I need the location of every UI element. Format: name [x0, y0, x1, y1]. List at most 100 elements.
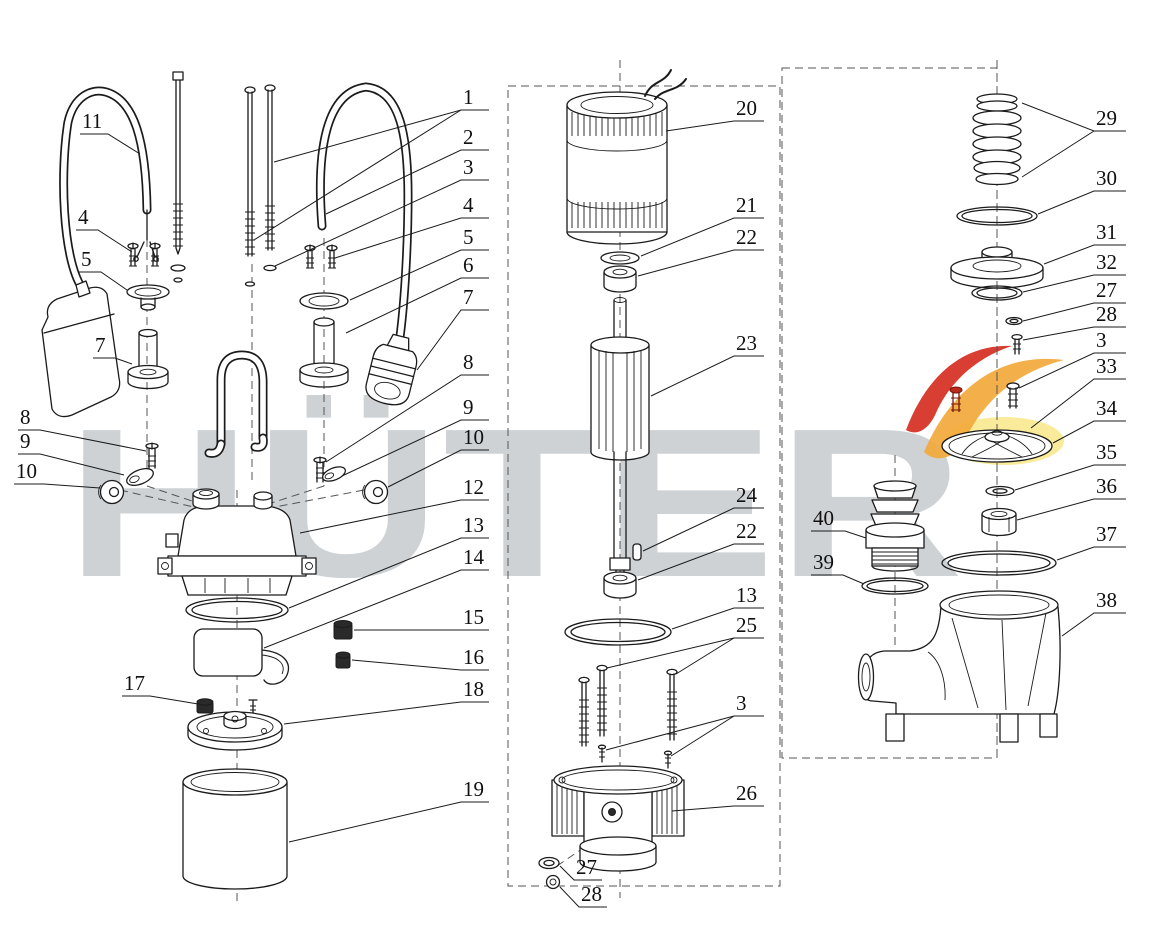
part-label-35: 35 [1096, 440, 1117, 464]
leader-line [665, 120, 764, 132]
leader-line [273, 109, 489, 163]
plug-15 [333, 620, 353, 640]
part-label-4-left: 4 [78, 205, 89, 229]
pump-head-12 [157, 488, 317, 596]
part-label-18: 18 [463, 677, 484, 701]
bushing-10-right [362, 479, 389, 505]
sleeve-19 [182, 768, 288, 890]
part-label-19: 19 [463, 777, 484, 801]
leader-line [675, 637, 735, 675]
leader-line [637, 249, 764, 277]
leader-line [325, 149, 489, 215]
part-label-40: 40 [813, 506, 834, 530]
leader-line [274, 179, 489, 267]
capacitor-14 [193, 628, 289, 685]
screws-4-right [304, 244, 338, 269]
part-label-30: 30 [1096, 166, 1117, 190]
part-label-23: 23 [736, 331, 757, 355]
part-label-8-right: 8 [463, 350, 474, 374]
leader-line [1056, 546, 1126, 561]
impeller-34 [941, 429, 1053, 463]
leader-line [288, 537, 489, 609]
plug-16 [335, 651, 351, 669]
screw-small-18 [248, 699, 258, 715]
part-label-26: 26 [736, 781, 757, 805]
part-label-3-right: 3 [1096, 328, 1107, 352]
oring-37 [941, 550, 1057, 576]
leader-line [1022, 326, 1126, 341]
part-label-15: 15 [463, 605, 484, 629]
part-label-28-mid: 28 [581, 882, 602, 906]
part-label-21: 21 [736, 193, 757, 217]
hose-adapter-40 [865, 480, 925, 572]
leader-line [93, 357, 133, 365]
part-label-31: 31 [1096, 220, 1117, 244]
nut-36 [981, 507, 1017, 537]
part-label-29: 29 [1096, 106, 1117, 130]
part-label-28-right: 28 [1096, 302, 1117, 326]
leader-line [1037, 190, 1126, 215]
leader-line [650, 355, 764, 397]
leader-line [605, 715, 764, 751]
leader-line [288, 801, 489, 843]
screw-8-left [145, 442, 159, 469]
bearing-22-bottom [603, 571, 637, 599]
leader-line [416, 309, 489, 371]
part-label-27-right: 27 [1096, 278, 1117, 302]
power-plug-7 [365, 333, 418, 406]
part-label-2: 2 [463, 125, 474, 149]
part-label-3-mid: 3 [736, 691, 747, 715]
washer-27-right [1005, 316, 1023, 326]
terminal-9-left [126, 468, 154, 486]
leader-line [811, 530, 867, 539]
part-label-22-bottom: 22 [736, 519, 757, 543]
part-label-7-right: 7 [463, 285, 474, 309]
part-label-33: 33 [1096, 354, 1117, 378]
stator-20 [566, 69, 687, 245]
leader-line [1061, 612, 1126, 637]
washers-3 [244, 264, 277, 287]
screw-28-right [1011, 333, 1023, 355]
ring-5-right [299, 292, 349, 310]
leader-line [811, 574, 865, 585]
bushing-7 [127, 328, 169, 390]
washer-21 [600, 251, 640, 265]
leader-line [1052, 420, 1126, 444]
rotor-23 [590, 297, 650, 581]
leader-line [1018, 352, 1126, 389]
bearing-22-top [603, 265, 637, 293]
washer-35 [985, 485, 1015, 497]
part-label-3: 3 [463, 155, 474, 179]
part-label-9-left: 9 [20, 429, 31, 453]
key-24 [632, 543, 642, 561]
leader-line [1022, 302, 1126, 322]
leader-line [345, 277, 489, 334]
part-label-4-right: 4 [463, 193, 474, 217]
screws-3-mid [597, 744, 673, 769]
leader-line [349, 249, 489, 301]
part-label-12: 12 [463, 475, 484, 499]
leader-line [559, 886, 607, 908]
leader-line [670, 715, 735, 757]
leader-line [671, 805, 764, 812]
washer-27-mid [538, 856, 560, 870]
leader-line [299, 499, 489, 534]
plate-18 [187, 710, 283, 751]
part-label-32: 32 [1096, 250, 1117, 274]
volute-38 [857, 590, 1061, 743]
part-label-20: 20 [736, 96, 757, 120]
power-cord [315, 82, 413, 349]
part-label-7-left: 7 [95, 333, 106, 357]
leader-line [341, 419, 489, 477]
leader-line [122, 695, 199, 705]
bushing-10-left [98, 479, 125, 505]
float-switch-11 [41, 86, 159, 418]
leader-line [14, 483, 101, 489]
oring-39 [861, 577, 929, 595]
leader-line [640, 217, 764, 257]
part-label-10-right: 10 [463, 425, 484, 449]
leader-line [283, 701, 489, 725]
oring-32 [971, 285, 1023, 301]
